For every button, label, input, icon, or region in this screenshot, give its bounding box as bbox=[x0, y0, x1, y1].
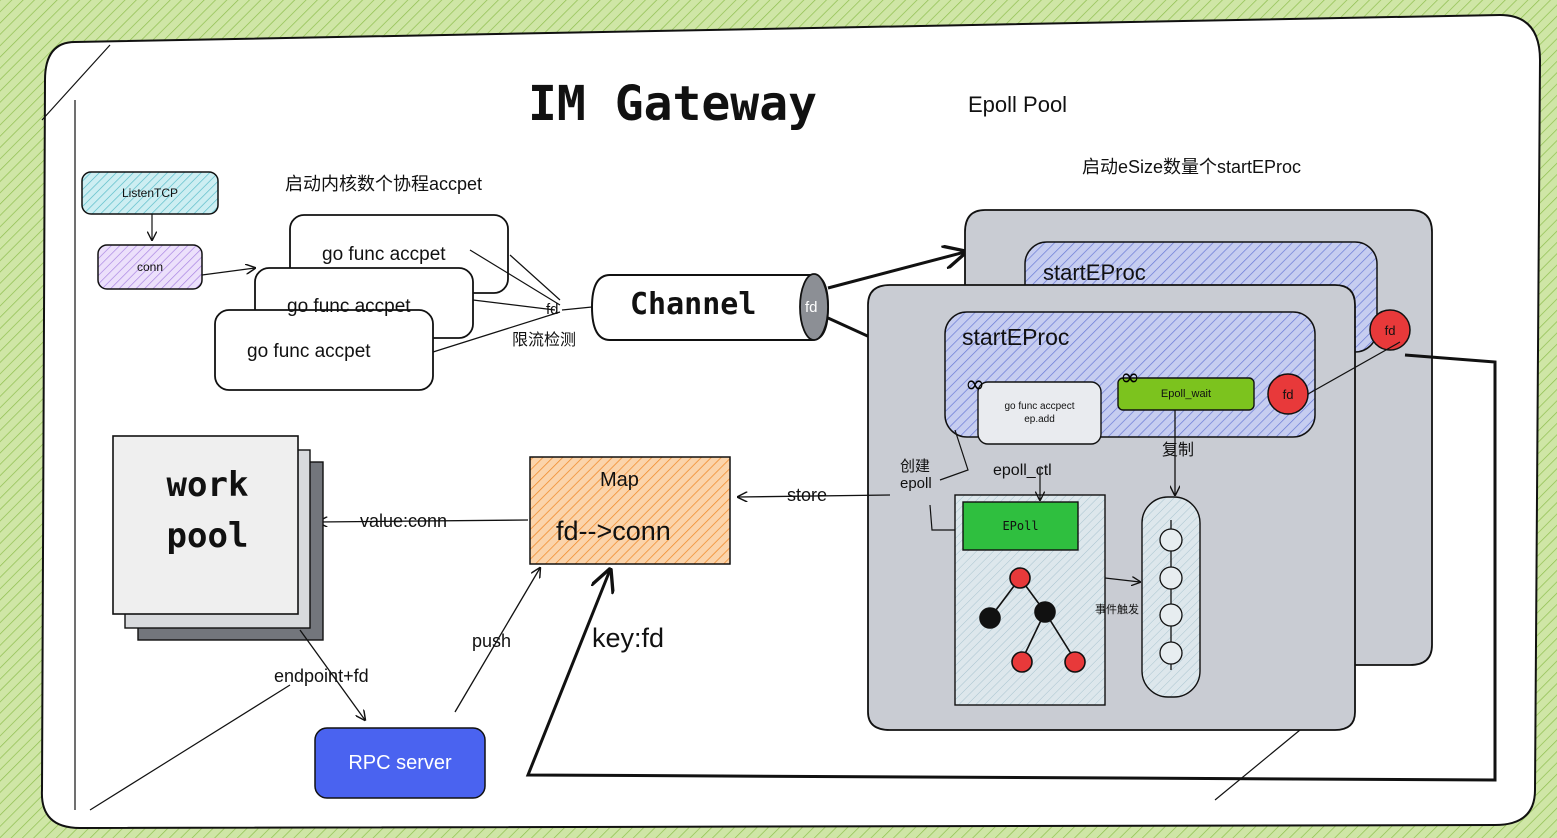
listen-tcp-label: ListenTCP bbox=[121, 186, 179, 200]
red-black-tree bbox=[979, 567, 1086, 673]
value-conn-label: value:conn bbox=[360, 511, 448, 531]
fd-circle-back-label: fd bbox=[1384, 322, 1396, 338]
go-func-label: go func accpect ep.add bbox=[978, 382, 1101, 444]
epoll-pool-label: Epoll Pool bbox=[968, 92, 1068, 117]
conn-to-accept-arrow bbox=[201, 268, 255, 276]
key-fd-return-arrow bbox=[525, 353, 1497, 782]
store-arrow bbox=[738, 495, 891, 497]
event-trigger-label: 事件触发 bbox=[1095, 604, 1139, 616]
accept-box-front bbox=[214, 309, 434, 391]
eproc-caption: 启动eSize数量个startEProc bbox=[1082, 157, 1302, 177]
go-func-box bbox=[977, 381, 1102, 445]
panel-perspective-line bbox=[1214, 729, 1301, 801]
create-epoll-line-1: 创建 bbox=[900, 458, 931, 475]
map-box bbox=[529, 456, 731, 565]
channel-fd-label: fd bbox=[805, 299, 818, 316]
infinity-icon-accept: ∞ bbox=[965, 370, 985, 398]
epoll-wait-box bbox=[1117, 377, 1255, 411]
create-epoll-arrow bbox=[929, 429, 969, 531]
event-trigger-arrow bbox=[1104, 578, 1140, 582]
fd-label: fd bbox=[546, 301, 559, 318]
fd-circle-back bbox=[1369, 309, 1411, 351]
epoll-wait-label: Epoll_wait bbox=[1160, 388, 1212, 400]
rpc-server-box bbox=[314, 727, 486, 799]
map-title: Map bbox=[600, 469, 639, 491]
create-epoll-line-2: epoll bbox=[900, 475, 932, 493]
corner-stroke bbox=[41, 44, 111, 121]
push-arrow bbox=[454, 568, 540, 713]
infinity-icon-wait: ∞ bbox=[1120, 363, 1140, 391]
value-conn-arrow bbox=[318, 520, 529, 522]
epoll-box bbox=[962, 501, 1079, 551]
eproc-back-title: startEProc bbox=[1043, 260, 1146, 285]
rate-limit-label: 限流检测 bbox=[512, 332, 577, 349]
eproc-front-title: startEProc bbox=[962, 324, 1070, 350]
rpc-server-label: RPC server bbox=[348, 751, 452, 774]
map-content: fd-->conn bbox=[556, 516, 671, 546]
fd-circle-front-label: fd bbox=[1282, 386, 1294, 402]
page-title: IM Gateway bbox=[528, 76, 817, 132]
channel-to-back-eproc-arrow bbox=[827, 252, 965, 290]
conn-label: conn bbox=[136, 260, 164, 274]
work-pool-label: work pool bbox=[150, 460, 265, 562]
epoll-box-label: EPoll bbox=[1002, 519, 1039, 533]
fd-front-connector bbox=[1307, 341, 1401, 395]
go-func-line-2: ep.add bbox=[1024, 414, 1055, 425]
ready-list-nodes bbox=[1159, 520, 1183, 670]
fd-to-channel-line bbox=[561, 306, 593, 311]
push-label: push bbox=[472, 631, 512, 651]
store-label: store bbox=[787, 485, 828, 505]
bottom-corner-stroke bbox=[89, 684, 291, 811]
work-pool-line-2: pool bbox=[166, 516, 249, 556]
endpoint-arrow bbox=[299, 629, 365, 720]
work-pool-line-1: work bbox=[166, 465, 249, 505]
listen-tcp-box bbox=[81, 171, 219, 215]
accept-label-front: go func accpet bbox=[247, 341, 371, 362]
epoll-ctl-label: epoll_ctl bbox=[993, 462, 1052, 479]
endpoint-fd-label: endpoint+fd bbox=[274, 666, 369, 686]
accept-to-fd-lines bbox=[432, 249, 561, 353]
accept-label-back: go func accpet bbox=[322, 244, 446, 265]
conn-box bbox=[97, 244, 203, 290]
accept-label-middle: go func accpet bbox=[287, 296, 411, 317]
channel-label: Channel bbox=[630, 287, 757, 322]
accept-caption: 启动内核数个协程accpet bbox=[285, 174, 483, 194]
copy-label: 复制 bbox=[1162, 442, 1195, 459]
channel-end-cap bbox=[799, 273, 829, 341]
create-epoll-label: 创建 epoll bbox=[900, 458, 932, 493]
go-func-line-1: go func accpect bbox=[1004, 401, 1075, 412]
key-fd-label: key:fd bbox=[592, 623, 665, 653]
work-pool-box bbox=[112, 435, 299, 615]
